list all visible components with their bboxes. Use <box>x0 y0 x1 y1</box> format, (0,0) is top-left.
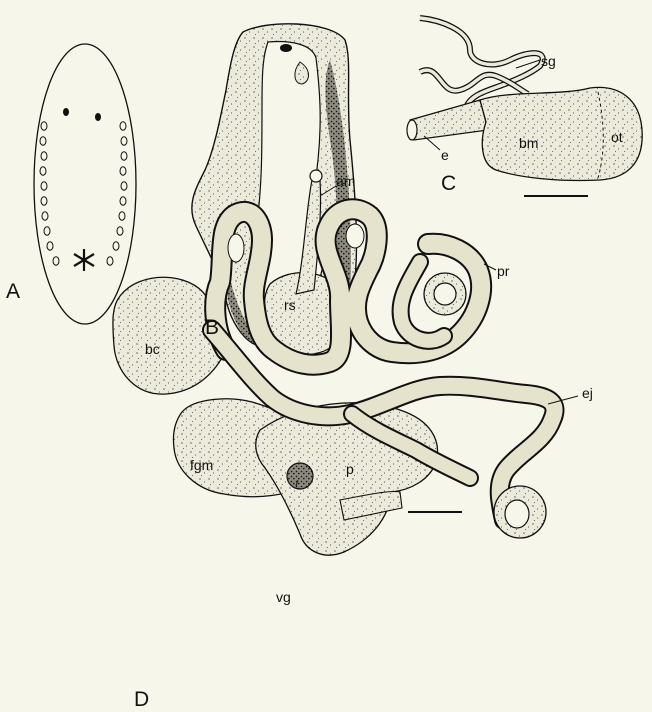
panel-a-gland <box>121 182 127 190</box>
panel-a-glands <box>40 122 127 265</box>
label-p: p <box>346 461 354 477</box>
panel-a-asterisk <box>74 249 94 271</box>
panel-a-gland <box>120 122 126 130</box>
panel-a-gland <box>40 137 46 145</box>
label-am: am <box>336 173 355 189</box>
panel-a-gland <box>120 167 126 175</box>
label-bc: bc <box>145 341 160 357</box>
panel-a-gland <box>53 257 59 265</box>
panel-d-reproductive-system <box>113 170 555 555</box>
panel-a-gland <box>121 152 127 160</box>
label-e: e <box>441 147 449 163</box>
panel-label-d: D <box>134 688 149 711</box>
panel-a-gland <box>107 257 113 265</box>
label-fgm: fgm <box>190 457 213 473</box>
label-rs: rs <box>284 297 296 313</box>
panel-a-eye-left <box>63 108 69 116</box>
panel-a-eye-right <box>95 113 101 121</box>
panel-a-gland <box>40 167 46 175</box>
panel-label-a: A <box>6 280 20 303</box>
label-vg: vg <box>276 589 291 605</box>
panel-a-gland <box>41 152 47 160</box>
label-ot: ot <box>611 129 623 145</box>
panel-label-b: B <box>205 316 219 339</box>
panel-a-gland <box>113 242 119 250</box>
panel-a-gland <box>41 182 47 190</box>
label-bm: bm <box>519 135 538 151</box>
panel-a-gland <box>47 242 53 250</box>
panel-label-c: C <box>441 172 456 195</box>
label-ej: ej <box>582 385 593 401</box>
panel-a-gland <box>41 197 47 205</box>
panel-a-gland <box>121 137 127 145</box>
panel-a-body-outline <box>34 44 136 324</box>
label-sg: sg <box>541 53 556 69</box>
panel-a-gland <box>120 197 126 205</box>
label-pr: pr <box>497 263 510 279</box>
panel-a-gland <box>119 212 125 220</box>
panel-a-gland <box>41 122 47 130</box>
panel-a-gland <box>42 212 48 220</box>
panel-c-buccal-mass <box>407 18 642 196</box>
panel-a-gland <box>44 227 50 235</box>
panel-a-gland <box>117 227 123 235</box>
